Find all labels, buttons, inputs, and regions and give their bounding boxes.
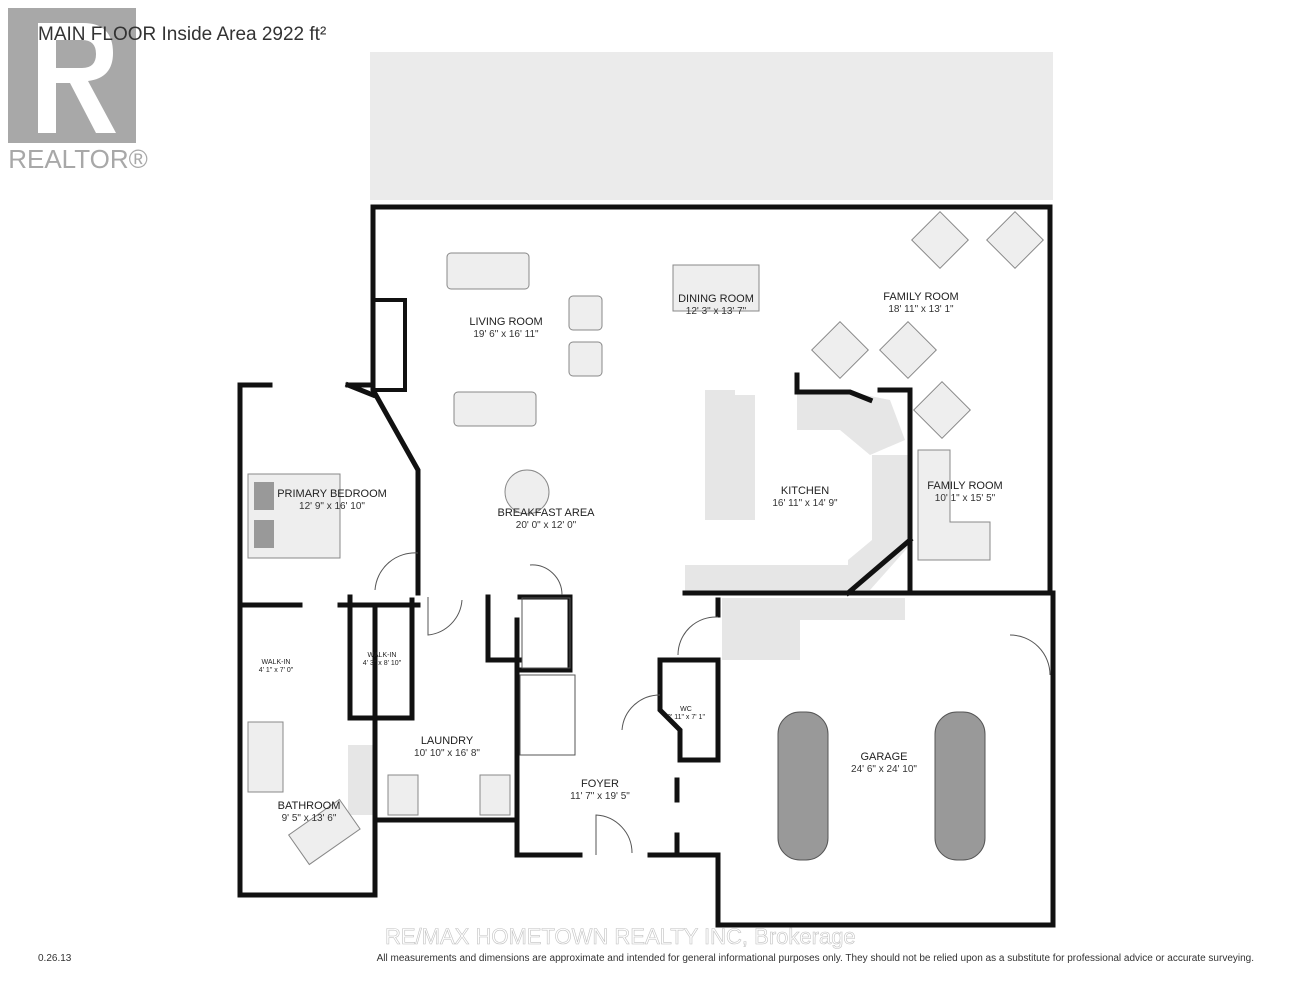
watermark: RE/MAX HOMETOWN REALTY INC, Brokerage xyxy=(385,924,856,950)
room-dims: 11' 7" x 19' 5" xyxy=(570,791,630,802)
room-name: DINING ROOM xyxy=(678,293,754,305)
room-dims: 9' 5" x 13' 6" xyxy=(282,813,337,824)
room-dims: 16' 11" x 14' 9" xyxy=(772,498,838,509)
disclaimer: All measurements and dimensions are appr… xyxy=(376,953,1254,964)
version-label: 0.26.13 xyxy=(38,953,72,964)
room-name: WALK-IN xyxy=(262,659,291,666)
room-dims: 10' 10" x 16' 8" xyxy=(414,748,480,759)
doors xyxy=(374,552,1051,855)
room-dims: 20' 0" x 12' 0" xyxy=(516,520,577,531)
room-name: FAMILY ROOM xyxy=(927,480,1002,492)
room-dims: 4' 3" x 8' 10" xyxy=(363,660,402,667)
furniture xyxy=(247,211,1044,866)
room-name: BREAKFAST AREA xyxy=(497,507,595,519)
walls xyxy=(237,204,1056,928)
room-dims: 4' 1" x 7' 0" xyxy=(259,667,294,674)
room-dims: 12' 3" x 13' 7" xyxy=(686,306,747,317)
room-name: WALK-IN xyxy=(368,652,397,659)
room-name: BATHROOM xyxy=(278,800,341,812)
realtor-logo: REALTOR® xyxy=(8,8,148,174)
room-dims: 10' 1" x 15' 5" xyxy=(935,493,996,504)
floor-title: MAIN FLOOR Inside Area 2922 ft² xyxy=(38,24,327,45)
room-name: PRIMARY BEDROOM xyxy=(277,488,387,500)
stairs xyxy=(519,597,576,756)
room-name: FOYER xyxy=(581,778,619,790)
deck xyxy=(370,52,1053,200)
room-dims: 12' 9" x 16' 10" xyxy=(299,501,365,512)
room-name: WC xyxy=(680,706,692,713)
room-name: FAMILY ROOM xyxy=(883,291,958,303)
room-name: LIVING ROOM xyxy=(469,316,542,328)
room-name: KITCHEN xyxy=(781,485,829,497)
svg-text:REALTOR®: REALTOR® xyxy=(8,144,148,174)
room-name: GARAGE xyxy=(860,751,907,763)
room-dims: 18' 11" x 13' 1" xyxy=(888,304,954,315)
room-dims: 19' 6" x 16' 11" xyxy=(473,329,539,340)
room-name: LAUNDRY xyxy=(421,735,474,747)
room-dims: 24' 6" x 24' 10" xyxy=(851,764,917,775)
room-labels: LIVING ROOM 19' 6" x 16' 11" DINING ROOM… xyxy=(259,291,1003,824)
room-dims: 3' 11" x 7' 1" xyxy=(667,714,705,721)
